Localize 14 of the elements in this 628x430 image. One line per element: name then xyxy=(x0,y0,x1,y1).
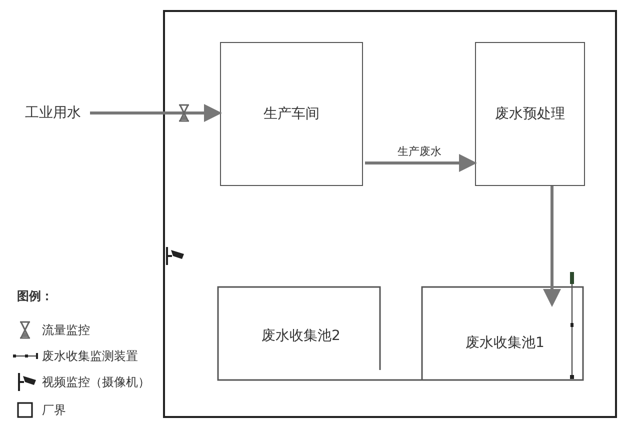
node-label: 废水预处理 xyxy=(495,105,565,123)
process-box xyxy=(475,42,585,186)
legend-label: 视频监控（摄像机） xyxy=(42,374,150,391)
legend-label: 流量监控 xyxy=(42,322,90,339)
process-box xyxy=(220,42,363,186)
legend-label: 废水收集监测装置 xyxy=(42,348,138,365)
node-label: 生产车间 xyxy=(264,105,320,123)
legend-label: 厂界 xyxy=(42,402,66,419)
source-label: 工业用水 xyxy=(25,104,81,122)
plant-boundary xyxy=(163,10,617,418)
edge-label: 生产废水 xyxy=(398,144,442,159)
legend-title: 图例： xyxy=(17,288,53,305)
node-label: 废水收集池2 xyxy=(262,326,340,344)
node-label: 废水收集池1 xyxy=(466,334,544,352)
